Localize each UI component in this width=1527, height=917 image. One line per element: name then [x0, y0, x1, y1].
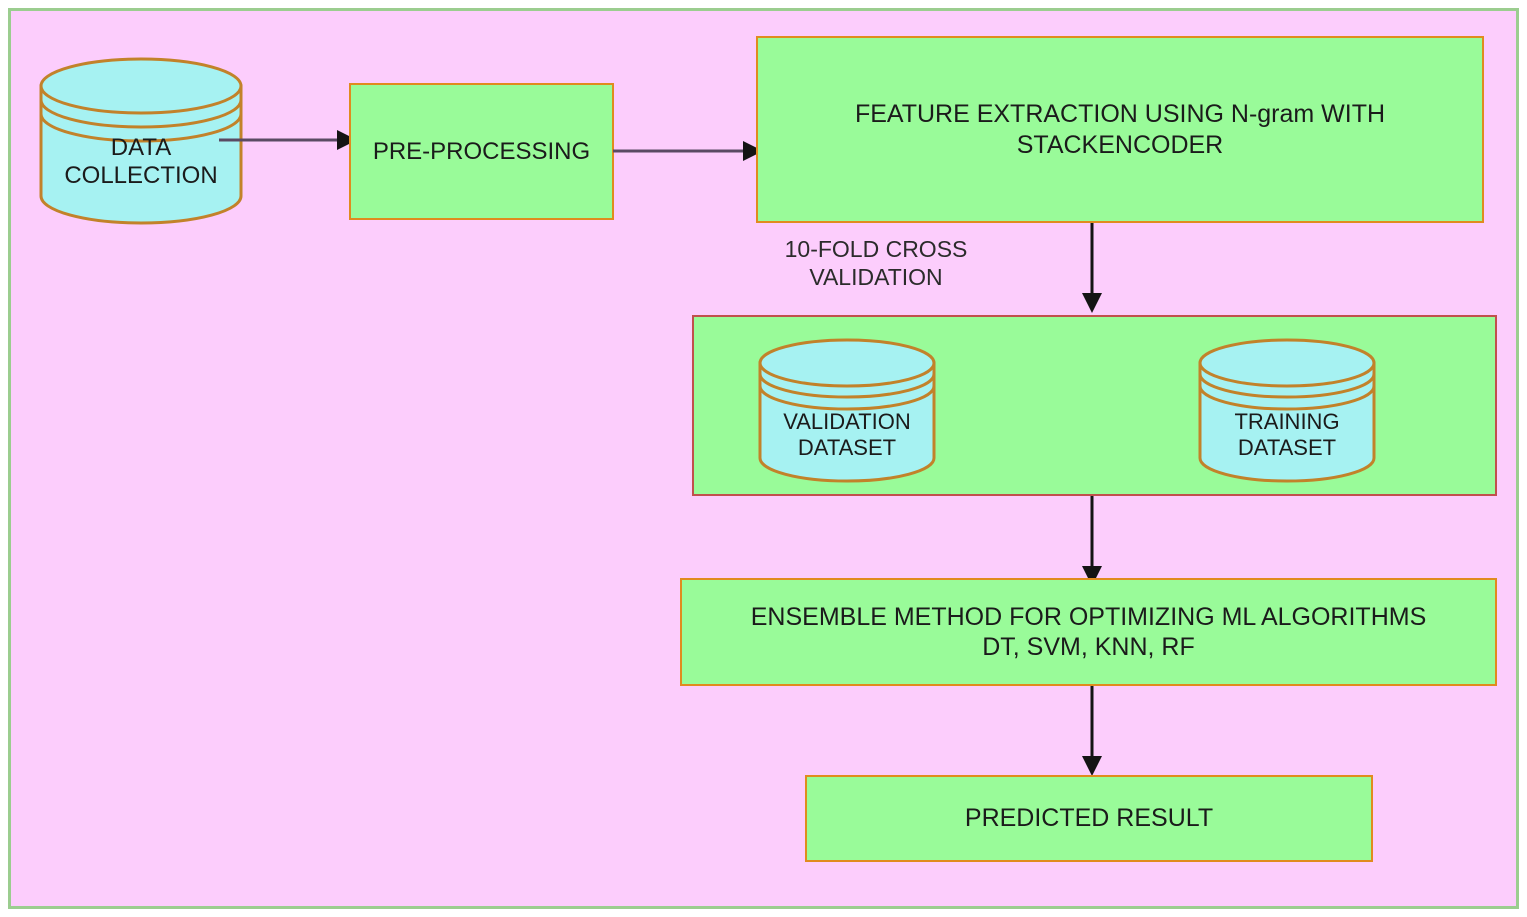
- edge-ensemble-method-to-predicted-result: [1079, 686, 1105, 778]
- node-label: PRE-PROCESSING: [372, 137, 591, 165]
- node-ensemble-method[interactable]: ENSEMBLE METHOD FOR OPTIMIZING ML ALGORI…: [680, 578, 1497, 686]
- node-data-collection[interactable]: DATA COLLECTION: [36, 56, 246, 226]
- cylinder-shape: [39, 57, 243, 225]
- cylinder-shape: [758, 338, 936, 483]
- edge-feature-extraction-to-dataset-group: [1079, 223, 1105, 315]
- node-feature-extraction[interactable]: FEATURE EXTRACTION USING N-gram WITH STA…: [756, 36, 1484, 223]
- node-label-line1: ENSEMBLE METHOD FOR OPTIMIZING ML ALGORI…: [750, 602, 1427, 631]
- node-dataset-group[interactable]: VALIDATION DATASET TRAINING DATASET: [692, 315, 1497, 496]
- node-training-dataset[interactable]: TRAINING DATASET: [1196, 338, 1378, 483]
- node-pre-processing[interactable]: PRE-PROCESSING: [349, 83, 614, 220]
- diagram-canvas: DATA COLLECTION PRE-PROCESSING FEATURE E…: [8, 8, 1519, 909]
- edge-pre-processing-to-feature-extraction: [613, 139, 765, 163]
- edge-dataset-group-to-ensemble-method: [1079, 496, 1105, 588]
- label-line1: 10-FOLD CROSS: [784, 236, 968, 262]
- node-label: PREDICTED RESULT: [964, 804, 1214, 833]
- label-cross-validation: 10-FOLD CROSS VALIDATION: [741, 235, 1011, 291]
- node-label-line2: DT, SVM, KNN, RF: [982, 633, 1195, 661]
- node-label-line2: STACKENCODER: [1016, 130, 1224, 159]
- label-line2: VALIDATION: [809, 264, 943, 291]
- edge-data-collection-to-pre-processing: [219, 128, 359, 152]
- node-validation-dataset[interactable]: VALIDATION DATASET: [756, 338, 938, 483]
- cylinder-shape: [1198, 338, 1376, 483]
- node-label-line1: FEATURE EXTRACTION USING N-gram WITH: [854, 100, 1386, 128]
- node-predicted-result[interactable]: PREDICTED RESULT: [805, 775, 1373, 862]
